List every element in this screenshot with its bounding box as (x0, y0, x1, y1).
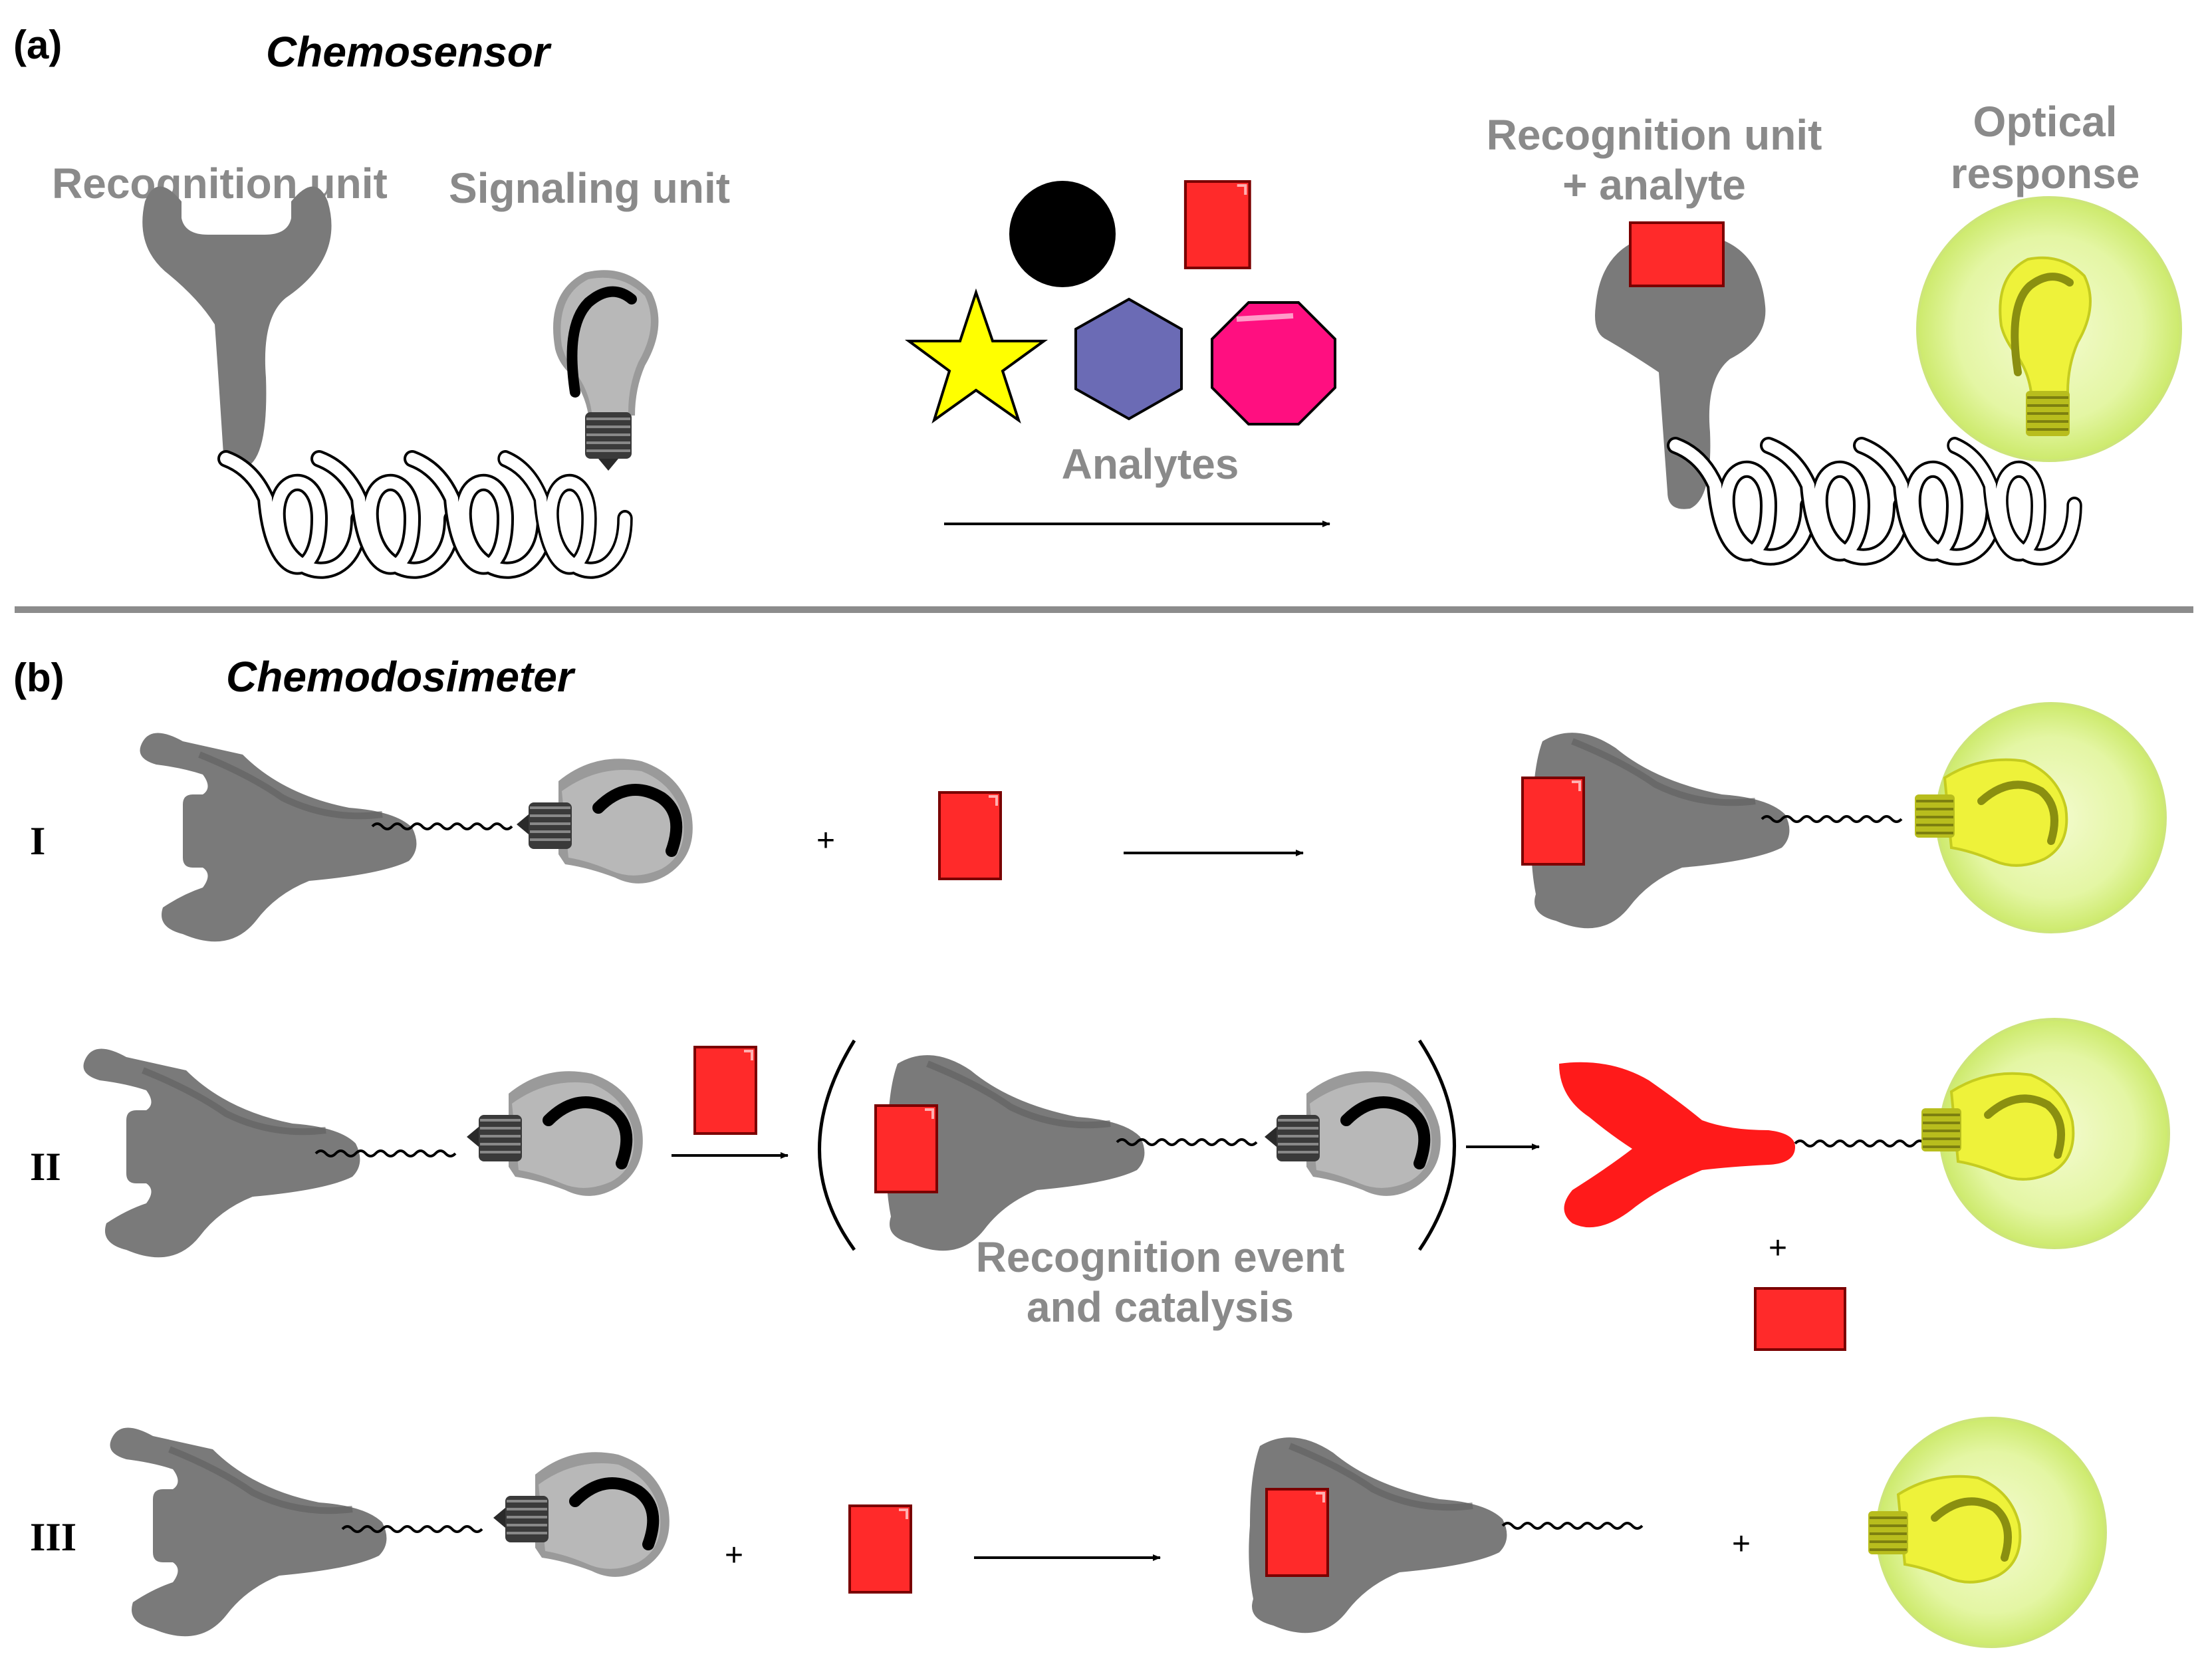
signaling-bulb-off-icon (493, 1452, 670, 1577)
analytes-label: Analytes (1062, 440, 1239, 488)
row-label-1: I (30, 819, 45, 863)
right-parenthesis (1417, 1039, 1456, 1251)
panel-a: (a) Chemosensor Recognition unit Signali… (13, 23, 2182, 570)
signaling-bulb-off-icon (517, 759, 693, 884)
optical-response-label-line1: Optical (1973, 98, 2118, 146)
plus-sign: + (816, 823, 835, 858)
free-chemosensor (142, 186, 658, 570)
recognition-unit-label: Recognition unit (52, 160, 388, 207)
spring-linker-bound (1675, 445, 2074, 557)
analyte-set (904, 181, 1336, 425)
left-parenthesis (818, 1039, 856, 1251)
signaling-bulb-off-icon (553, 270, 658, 471)
wavy-linker (1794, 1140, 1936, 1147)
signaling-bulb-on-icon (1915, 760, 2066, 866)
analyte-rectangle-icon (848, 1504, 912, 1594)
panel-b-title: Chemodosimeter (226, 653, 576, 701)
bound-analyte-rectangle-icon (1629, 221, 1725, 287)
bound-analyte-rectangle-icon (874, 1104, 938, 1193)
panel-a-title: Chemosensor (266, 28, 552, 76)
hexagon-analyte-icon (1074, 297, 1183, 421)
panel-a-label: (a) (13, 23, 62, 67)
optical-response-label-line2: response (1951, 150, 2140, 197)
signaling-bulb-off-icon (467, 1071, 643, 1196)
octagon-analyte-icon (1211, 301, 1336, 425)
mechanism-row-1: I + (30, 702, 2167, 942)
recognition-event-label-line1: Recognition event (976, 1233, 1345, 1281)
mechanism-row-2: II Recognition event and catalysis + (30, 1018, 2170, 1351)
recognition-unit-receptor (142, 186, 332, 468)
catalyst-analyte-rectangle-icon (693, 1046, 757, 1135)
receptor-unbound (110, 1428, 387, 1637)
mechanism-row-3: III + + (30, 1417, 2107, 1648)
signaling-bulb-off-icon (1265, 1071, 1441, 1196)
circle-analyte-icon (1009, 181, 1116, 287)
cleaved-wavy-linker (1501, 1522, 1644, 1530)
row-label-2: II (30, 1145, 61, 1189)
plus-sign: + (1769, 1231, 1787, 1266)
bound-chemosensor (1595, 196, 2182, 557)
row-label-3: III (30, 1515, 76, 1559)
recognition-plus-analyte-label-line2: + analyte (1562, 161, 1746, 209)
spring-linker (226, 459, 625, 570)
analyte-rectangle-icon (938, 791, 1002, 880)
receptor-unbound (84, 1049, 360, 1258)
bound-analyte-rectangle-icon (1265, 1488, 1329, 1577)
recognition-plus-analyte-label-line1: Recognition unit (1487, 111, 1822, 159)
panel-b-label: (b) (13, 656, 64, 700)
signaling-unit-label: Signaling unit (449, 164, 730, 212)
plus-sign: + (1732, 1526, 1751, 1562)
modified-receptor-red (1559, 1062, 1795, 1228)
star-analyte-icon (904, 288, 1048, 424)
plus-sign: + (725, 1538, 743, 1573)
bound-analyte-rectangle-icon (1521, 777, 1585, 866)
released-analyte-rectangle-icon (1754, 1287, 1846, 1351)
receptor-unbound (140, 733, 417, 942)
panel-divider (15, 606, 2193, 613)
panel-b: (b) Chemodosimeter I + II (13, 653, 2170, 1648)
recognition-event-label-line2: and catalysis (1027, 1283, 1294, 1331)
rectangle-analyte-icon (1185, 181, 1250, 268)
